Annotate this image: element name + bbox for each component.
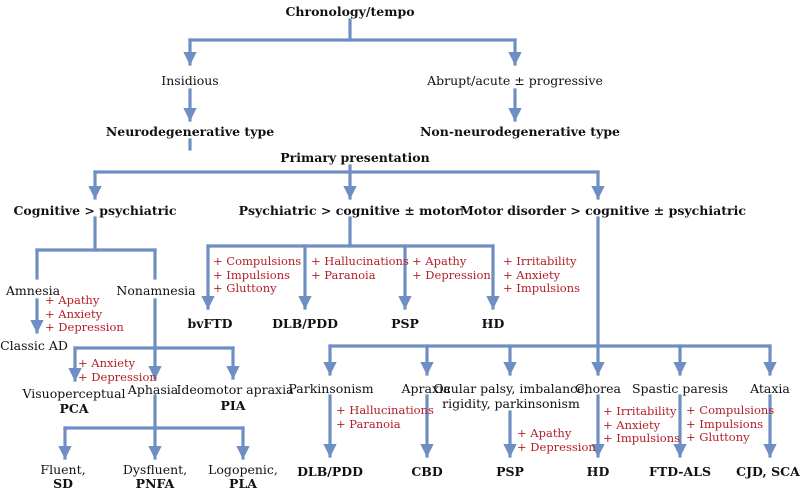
node-neurodegenerative-type: Neurodegenerative type [105, 124, 275, 139]
feature-item: + Hallucinations [311, 254, 409, 268]
features-parkinsonism: + Hallucinations + Paranoia [336, 403, 434, 431]
feature-item: + Irritability [503, 254, 577, 268]
node-psychiatric-cognitive-motor: Psychiatric > cognitive ± motor [238, 203, 462, 218]
node-pca: PCA [59, 401, 89, 416]
node-logopenic: Logopenic, [208, 462, 278, 477]
feature-item: + Anxiety [45, 306, 103, 321]
node-apraxia: Apraxia [401, 381, 451, 396]
node-cbd: CBD [411, 464, 443, 479]
node-aphasia: Aphasia [127, 382, 179, 397]
node-bvftd: bvFTD [187, 316, 233, 331]
node-rigidity-parkinsonism: rigidity, parkinsonism [442, 396, 580, 411]
feature-item: + Apathy [412, 254, 467, 268]
feature-item: + Depression [517, 439, 596, 454]
feature-item: + Paranoia [311, 267, 376, 282]
feature-item: + Impulsions [503, 281, 580, 295]
feature-item: + Compulsions [686, 403, 775, 417]
features-hd: + Irritability + Anxiety + Impulsions [503, 254, 580, 296]
node-hd: HD [481, 316, 505, 331]
node-abrupt-acute: Abrupt/acute ± progressive [427, 73, 603, 88]
node-visuoperceptual: Visuoperceptual [22, 386, 126, 401]
feature-item: + Apathy [517, 426, 572, 440]
node-insidious: Insidious [161, 73, 219, 88]
node-hd-motor: HD [586, 464, 610, 479]
node-chorea: Chorea [575, 381, 621, 396]
features-psp: + Apathy + Depression [412, 254, 491, 282]
feature-item: + Depression [412, 267, 491, 282]
node-dlb-pdd-motor: DLB/PDD [297, 464, 363, 479]
node-ocular-palsy: Ocular palsy, imbalance, [433, 381, 589, 396]
node-ideomotor-apraxia: Ideomotor apraxia [176, 382, 294, 397]
node-non-neurodegenerative-type: Non-neurodegenerative type [419, 124, 621, 139]
feature-item: + Hallucinations [336, 403, 434, 417]
node-nonamnesia: Nonamnesia [116, 283, 196, 298]
features-spastic: + Compulsions + Impulsions + Gluttony [686, 403, 775, 445]
node-amnesia: Amnesia [5, 283, 61, 298]
features-amnesia: + Apathy + Anxiety + Depression [45, 293, 124, 335]
node-sd: SD [53, 476, 73, 491]
feature-item: + Impulsions [213, 267, 290, 282]
features-chorea: + Irritability + Anxiety + Impulsions [603, 404, 680, 446]
node-pnfa: PNFA [135, 476, 175, 491]
node-parkinsonism: Parkinsonism [288, 381, 374, 396]
node-cognitive-psychiatric: Cognitive > psychiatric [13, 203, 177, 218]
feature-item: + Compulsions [213, 254, 302, 268]
feature-item: + Apathy [45, 293, 100, 307]
node-primary-presentation: Primary presentation [280, 150, 430, 165]
feature-item: + Impulsions [686, 416, 763, 431]
node-dlb-pdd: DLB/PDD [272, 316, 338, 331]
node-ftd-als: FTD-ALS [649, 464, 711, 479]
feature-item: + Irritability [603, 404, 677, 418]
features-ocular: + Apathy + Depression [517, 426, 596, 454]
feature-item: + Depression [78, 369, 157, 384]
node-pia: PIA [220, 398, 246, 413]
node-classic-ad: Classic AD [0, 338, 68, 353]
feature-item: + Depression [45, 320, 124, 334]
features-bvftd: + Compulsions + Impulsions + Gluttony [213, 254, 302, 296]
feature-item: + Gluttony [686, 430, 750, 444]
node-chronology-tempo: Chronology/tempo [285, 4, 415, 19]
features-visuoperceptual: + Anxiety + Depression [78, 356, 157, 384]
node-fluent: Fluent, [40, 462, 86, 477]
node-motor-disorder: Motor disorder > cognitive ± psychiatric [460, 203, 746, 218]
feature-item: + Anxiety [503, 267, 561, 282]
node-ataxia: Ataxia [750, 381, 790, 396]
node-pla: PLA [229, 476, 257, 491]
node-dysfluent: Dysfluent, [122, 462, 188, 477]
feature-item: + Anxiety [603, 417, 661, 432]
node-psp: PSP [391, 316, 419, 331]
features-dlb: + Hallucinations + Paranoia [311, 254, 409, 282]
feature-item: + Anxiety [78, 356, 136, 370]
node-spastic-paresis: Spastic paresis [631, 381, 729, 396]
feature-item: + Impulsions [603, 431, 680, 445]
feature-item: + Paranoia [336, 416, 401, 431]
feature-item: + Gluttony [213, 281, 277, 295]
node-psp-motor: PSP [496, 464, 524, 479]
node-cjd-sca: CJD, SCA [736, 464, 800, 479]
